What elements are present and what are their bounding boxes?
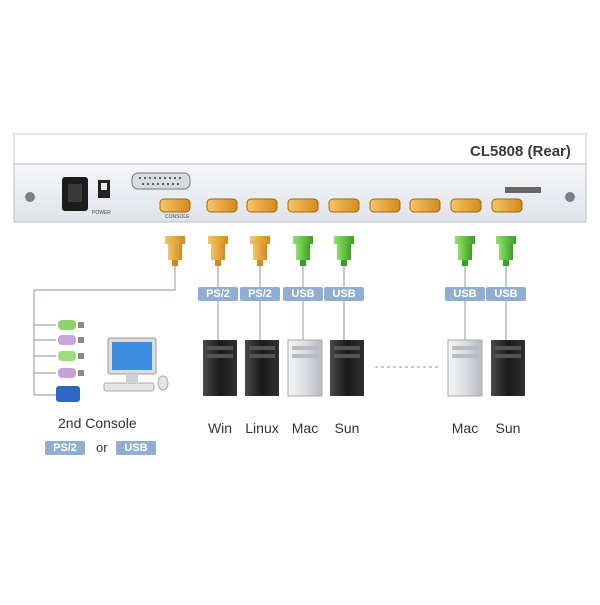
port-row	[159, 198, 523, 213]
second-console-or: or	[96, 440, 108, 455]
console-port	[131, 172, 191, 190]
mount-screw-left	[25, 192, 35, 202]
interface-badge-linux: PS/2	[240, 287, 280, 301]
ps2-keyboard-connector	[58, 335, 76, 345]
ps2-plug-1	[208, 236, 228, 266]
cable-lines	[33, 266, 507, 396]
interface-badge-mac-1: USB	[283, 287, 323, 301]
usb-plug-1	[293, 236, 313, 266]
usb-plug-3	[455, 236, 475, 266]
console-port-label: CONSOLE	[165, 214, 190, 220]
device-title: CL5808 (Rear)	[470, 143, 571, 160]
os-label-win: Win	[207, 420, 233, 436]
usb-mouse-connector	[58, 368, 76, 378]
tower-sun-2	[491, 340, 525, 396]
interface-badge-sun-2: USB	[486, 287, 526, 301]
usb-plug-2	[334, 236, 354, 266]
second-console-usb-badge: USB	[116, 441, 156, 455]
vga-connector	[56, 386, 80, 402]
computer-towers	[203, 339, 525, 397]
os-label-sun-2: Sun	[495, 420, 521, 436]
ps2-plug-2	[250, 236, 270, 266]
usb-plug-4	[496, 236, 516, 266]
os-label-mac-2: Mac	[451, 420, 479, 436]
ps2-mouse-connector	[58, 351, 76, 361]
console-pc-icon	[103, 337, 169, 392]
tower-sun-1	[330, 340, 364, 396]
cable-plugs	[165, 236, 516, 266]
mount-screw-right	[565, 192, 575, 202]
os-label-linux: Linux	[245, 420, 279, 436]
os-label-mac-1: Mac	[291, 420, 319, 436]
firmware-switch	[505, 187, 541, 193]
second-console-ps2-badge: PS/2	[45, 441, 85, 455]
interface-badge-win: PS/2	[198, 287, 238, 301]
usb-keyboard-connector	[58, 320, 76, 330]
second-console-title: 2nd Console	[58, 415, 137, 431]
interface-badge-sun-1: USB	[324, 287, 364, 301]
tower-linux	[245, 340, 279, 396]
os-label-sun-1: Sun	[334, 420, 360, 436]
tower-mac-2	[447, 339, 483, 397]
rear-panel	[13, 133, 587, 223]
interface-badge-mac-2: USB	[445, 287, 485, 301]
console-connectors	[56, 320, 84, 402]
power-label: POWER	[92, 210, 111, 216]
tower-win	[203, 340, 237, 396]
console-plug	[165, 236, 185, 266]
tower-mac-1	[287, 339, 323, 397]
